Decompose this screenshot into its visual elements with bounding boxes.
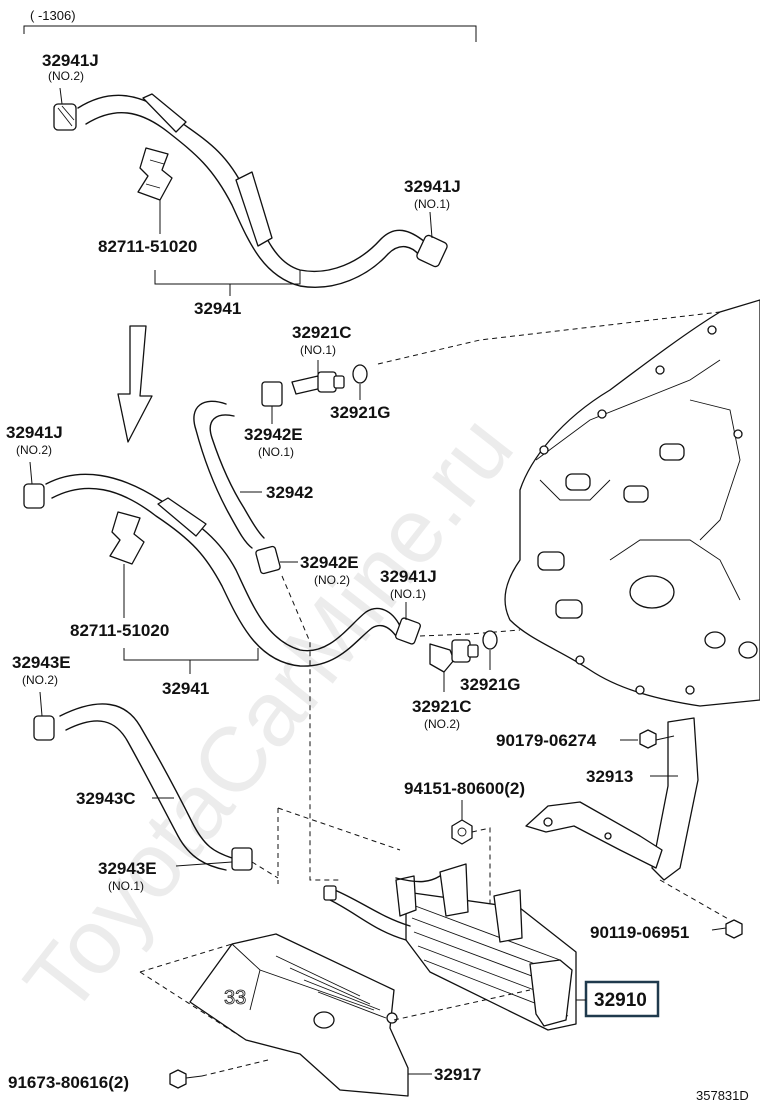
label-32941j-top-no1-sub: (NO.1) xyxy=(414,197,450,211)
clamp-icon xyxy=(255,545,281,575)
label-32941j-mid-no2: 32941J xyxy=(6,423,63,442)
label-32942: 32942 xyxy=(266,483,313,502)
label-32943e-no2: 32943E xyxy=(12,653,71,672)
clip-icon xyxy=(137,147,173,201)
date-range-label: ( -1306) xyxy=(30,8,76,23)
label-32942e-no1-sub: (NO.1) xyxy=(258,445,294,459)
hose-32943c xyxy=(33,703,253,871)
label-32921g-upper: 32921G xyxy=(330,403,391,422)
label-32913: 32913 xyxy=(586,767,633,786)
bolt-icon xyxy=(639,729,675,749)
label-32943c: 32943C xyxy=(76,789,136,808)
gasket-upper-icon xyxy=(352,364,368,384)
label-32941j-mid-no1: 32941J xyxy=(380,567,437,586)
label-32921g-lower: 32921G xyxy=(460,675,521,694)
bolt-icon xyxy=(711,919,743,939)
label-32941j-top-no1: 32941J xyxy=(404,177,461,196)
union-32921c-no1 xyxy=(291,371,345,395)
label-90119: 90119-06951 xyxy=(590,923,689,942)
figure-code: 357831D xyxy=(696,1088,749,1103)
nut-icon xyxy=(451,819,473,845)
label-box-32910 xyxy=(584,980,660,1018)
label-32941j-top-no2: 32941J xyxy=(42,51,99,70)
label-90179: 90179-06274 xyxy=(496,731,597,750)
label-32941j-mid-no2-sub: (NO.2) xyxy=(16,443,52,457)
date-range-bracket xyxy=(23,25,477,42)
label-91673: 91673-80616(2) xyxy=(8,1073,129,1092)
bolt-icon xyxy=(169,1069,203,1089)
label-32943e-no1-sub: (NO.1) xyxy=(108,879,144,893)
clip-icon xyxy=(109,511,145,565)
label-32941j-top-no2-sub: (NO.2) xyxy=(48,69,84,83)
label-32943e-no1: 32943E xyxy=(98,859,157,878)
label-32941j-mid-no1-sub: (NO.1) xyxy=(390,587,426,601)
label-32942e-no1: 32942E xyxy=(244,425,303,444)
label-82711-mid: 82711-51020 xyxy=(70,621,169,640)
gasket-lower-icon xyxy=(482,630,498,650)
label-32941-top: 32941 xyxy=(194,299,241,318)
transmission-case xyxy=(504,299,760,707)
clamp-icon xyxy=(261,381,283,407)
label-32921c-no1: 32921C xyxy=(292,323,352,342)
clamp-icon xyxy=(395,617,421,645)
oil-cooler-32910 xyxy=(323,863,577,1031)
label-32943e-no2-sub: (NO.2) xyxy=(22,673,58,687)
label-32921c-no2: 32921C xyxy=(412,697,472,716)
cover-embossing: 33 xyxy=(224,987,246,1009)
mid-hose-assembly xyxy=(23,473,421,667)
hose-32942 xyxy=(193,400,265,549)
down-arrow-icon xyxy=(117,325,153,443)
clamp-icon xyxy=(33,715,55,741)
clamp-icon xyxy=(231,847,253,871)
label-32910: 32910 xyxy=(594,990,647,1011)
union-32921c-no2 xyxy=(429,639,479,673)
clamp-icon xyxy=(416,234,448,268)
label-82711-top: 82711-51020 xyxy=(98,237,197,256)
clamp-icon xyxy=(23,483,45,509)
bracket-32913 xyxy=(525,717,699,881)
label-32917: 32917 xyxy=(434,1065,481,1084)
label-32942e-no2-sub: (NO.2) xyxy=(314,573,350,587)
label-32921c-no2-sub: (NO.2) xyxy=(424,717,460,731)
label-32921c-no1-sub: (NO.1) xyxy=(300,343,336,357)
top-hose-assembly xyxy=(53,93,448,288)
cover-32917: 33 xyxy=(189,933,409,1097)
label-32942e-no2: 32942E xyxy=(300,553,359,572)
label-32941-mid: 32941 xyxy=(162,679,209,698)
label-94151: 94151-80600(2) xyxy=(404,779,525,798)
